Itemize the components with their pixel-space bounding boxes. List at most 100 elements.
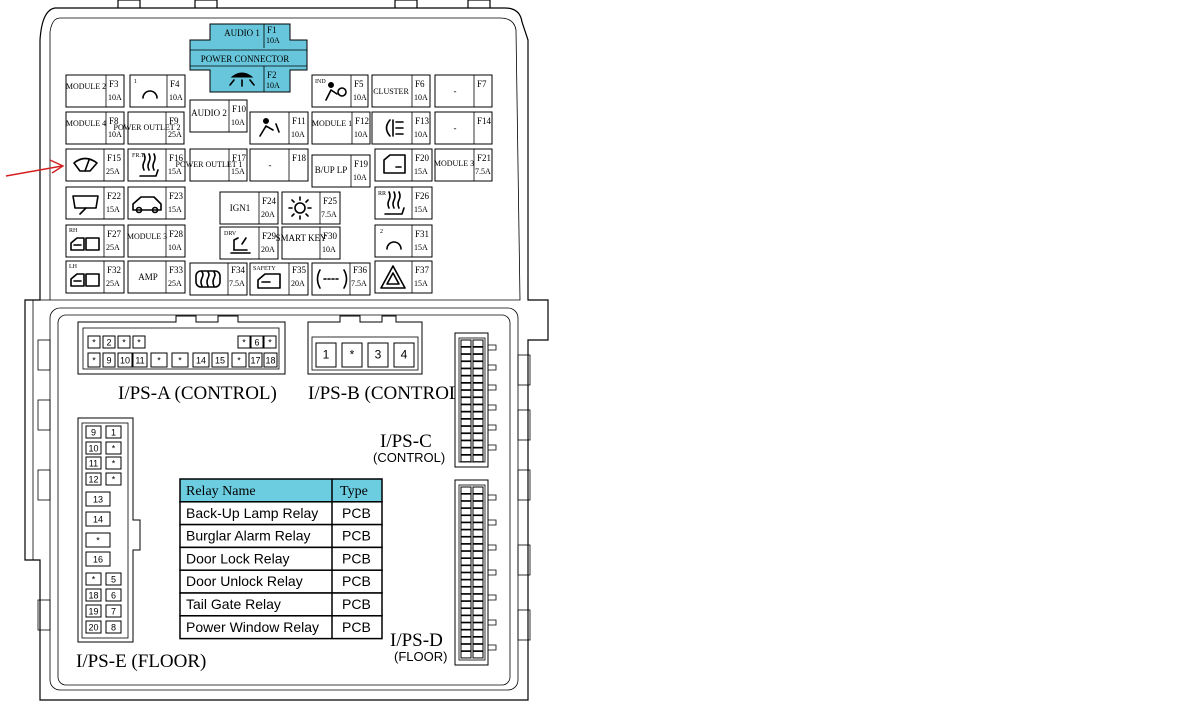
fuse-f15[interactable]: F15 25A	[65, 148, 125, 182]
fuse-f8-amp: 10A	[108, 130, 122, 139]
ips-e-pin-label: *	[92, 575, 96, 585]
ips-e-pin-label: 16	[93, 555, 103, 565]
ips-d-pin-cell	[472, 593, 484, 602]
ips-b-pin-label: *	[350, 348, 355, 362]
fuse-f21[interactable]: MODULE 3 F21 7.5A	[434, 148, 493, 182]
ips-c-pin-cell	[472, 353, 484, 362]
fuse-f29-code: F29	[262, 231, 277, 241]
ips-d-pin-cell	[460, 486, 472, 494]
ips-c-pins	[460, 339, 484, 463]
fuse-f6-amp: 10A	[414, 93, 428, 102]
fuse-f16[interactable]: FR.T F16 15A	[127, 148, 186, 182]
fuse-f11-code: F11	[292, 116, 306, 126]
fuse-f23[interactable]: F23 15A	[127, 186, 186, 220]
ips-d-pin-cell	[472, 486, 484, 494]
ips-a-top-row: *2***6*	[87, 335, 277, 349]
ips-d-pin-cell	[460, 593, 472, 602]
ips-c-pin-cell	[460, 375, 472, 383]
rear-seat-heater-icon	[384, 191, 405, 215]
fuse-f10[interactable]: AUDIO 2 F10 10A	[189, 99, 248, 133]
connector-ips-c[interactable]: I/PS-C (CONTROL)	[373, 332, 497, 468]
fuse-f10-label: AUDIO 2	[191, 108, 227, 118]
ips-d-pin-cell	[472, 558, 484, 566]
fuse-f17[interactable]: POWER OUTLET 1 F17 15A	[176, 148, 248, 182]
fuse-f7[interactable]: - F7	[434, 74, 493, 108]
wiper-icon	[73, 157, 98, 172]
fuse-f29[interactable]: DRV F29 20A	[219, 226, 279, 260]
ips-d-pin-cell	[460, 643, 472, 652]
fuse-f16-code: F16	[169, 153, 184, 163]
rear-wiper-icon	[72, 195, 99, 215]
ips-a-pin-label: *	[122, 338, 126, 348]
fuse-f11[interactable]: F11 10A	[249, 111, 309, 145]
ips-d-pin-cell	[472, 565, 484, 573]
fuse-f28[interactable]: MODULE 3 F28 10A	[127, 224, 186, 258]
ips-d-pin-cell	[460, 515, 472, 523]
fuse-f6[interactable]: CLUSTER F6 10A	[371, 74, 431, 108]
fuse-f3[interactable]: MODULE 2 F3 10A	[65, 74, 125, 108]
fuse-f31[interactable]: 2 F31 15A	[374, 224, 433, 258]
power-connector[interactable]: AUDIO 1 F1 10A POWER CONNECTOR F2 10A	[189, 23, 308, 93]
ips-a-pin: 2	[102, 335, 116, 349]
fuse-f32[interactable]: LH F32 25A	[65, 260, 125, 294]
ips-c-pin-cell	[472, 361, 484, 369]
fuse-f16-amp: 15A	[168, 167, 182, 176]
f2-amp: 10A	[266, 81, 280, 90]
ips-e-pin-label: 5	[111, 575, 116, 585]
connector-ips-d[interactable]: I/PS-D (FLOOR)	[390, 479, 497, 666]
fuse-f24[interactable]: IGN1 F24 20A	[219, 191, 279, 225]
fuse-f20[interactable]: F20 15A	[374, 148, 433, 182]
fuse-f35[interactable]: SAFETY F35 20A	[249, 262, 309, 296]
relay-name-cell: Power Window Relay	[186, 619, 319, 635]
ips-d-pin-cell	[460, 500, 472, 509]
fuse-f14[interactable]: - F14	[434, 111, 493, 145]
door-icon	[383, 154, 406, 174]
ips-e-pin: 11	[85, 456, 102, 470]
fuse-f19[interactable]: B/UP LP F19 10A	[311, 154, 371, 188]
fuse-f25[interactable]: F25 7.5A	[281, 191, 341, 225]
fuse-f13[interactable]: F13 10A	[371, 111, 431, 145]
fuse-f8[interactable]: MODULE 4 F8 10A	[65, 111, 125, 145]
fuse-f18[interactable]: - F18	[249, 148, 309, 182]
ips-a-pin-label: *	[92, 356, 96, 366]
ips-c-pin-cell	[472, 447, 484, 455]
ips-a-pin: *	[132, 335, 146, 349]
fuse-f30[interactable]: SMART KEY F30 10A	[275, 226, 341, 260]
ips-d-pin-cell	[460, 650, 472, 659]
fuse-f7-label: -	[454, 86, 457, 96]
fuse-f9[interactable]: POWER OUTLET 2 F9 25A	[114, 111, 185, 145]
power-connector-label: POWER CONNECTOR	[201, 54, 290, 64]
ips-e-pin: 12	[85, 472, 102, 486]
fuse-f22[interactable]: F22 15A	[65, 186, 125, 220]
fuse-f34[interactable]: F34 7.5A	[189, 262, 248, 296]
fuse-f27[interactable]: RH F27 25A	[65, 224, 125, 258]
fuse-f26-amp: 15A	[414, 205, 428, 214]
ips-e-pin: *	[85, 532, 111, 548]
ips-e-pin: 18	[85, 588, 102, 602]
ips-a-pin: 10	[117, 352, 133, 368]
fog-lamp-icon	[385, 119, 404, 137]
fuse-f36[interactable]: F36 7.5A	[311, 262, 371, 296]
fuse-f13-amp: 10A	[414, 130, 428, 139]
fuse-f27-code: F27	[107, 229, 122, 239]
fuse-f33[interactable]: AMP F33 25A	[127, 260, 186, 294]
rh-window-icon	[70, 237, 100, 251]
ips-d-pin-cell	[460, 600, 472, 609]
fuse-f15-amp: 25A	[106, 167, 120, 176]
fuse-f4[interactable]: 1 F4 10A	[129, 74, 186, 108]
ips-d-pin-cell	[472, 586, 484, 595]
fuse-f5[interactable]: IND F5 10A	[311, 74, 369, 108]
fuse-f9-amp: 25A	[168, 130, 182, 139]
fuse-f26[interactable]: RR F26 15A	[374, 186, 433, 220]
fuse-f37[interactable]: F37 15A	[374, 260, 433, 294]
ips-e-pin-label: 13	[93, 495, 103, 505]
fuse-f30-label: SMART KEY	[275, 233, 327, 243]
ips-e-pin-label: 10	[88, 444, 98, 454]
ips-a-pin-label: *	[242, 338, 246, 348]
fuse-f12[interactable]: MODULE 1 F12 10A	[311, 111, 371, 145]
fuse-f32-label: LH	[69, 264, 78, 270]
